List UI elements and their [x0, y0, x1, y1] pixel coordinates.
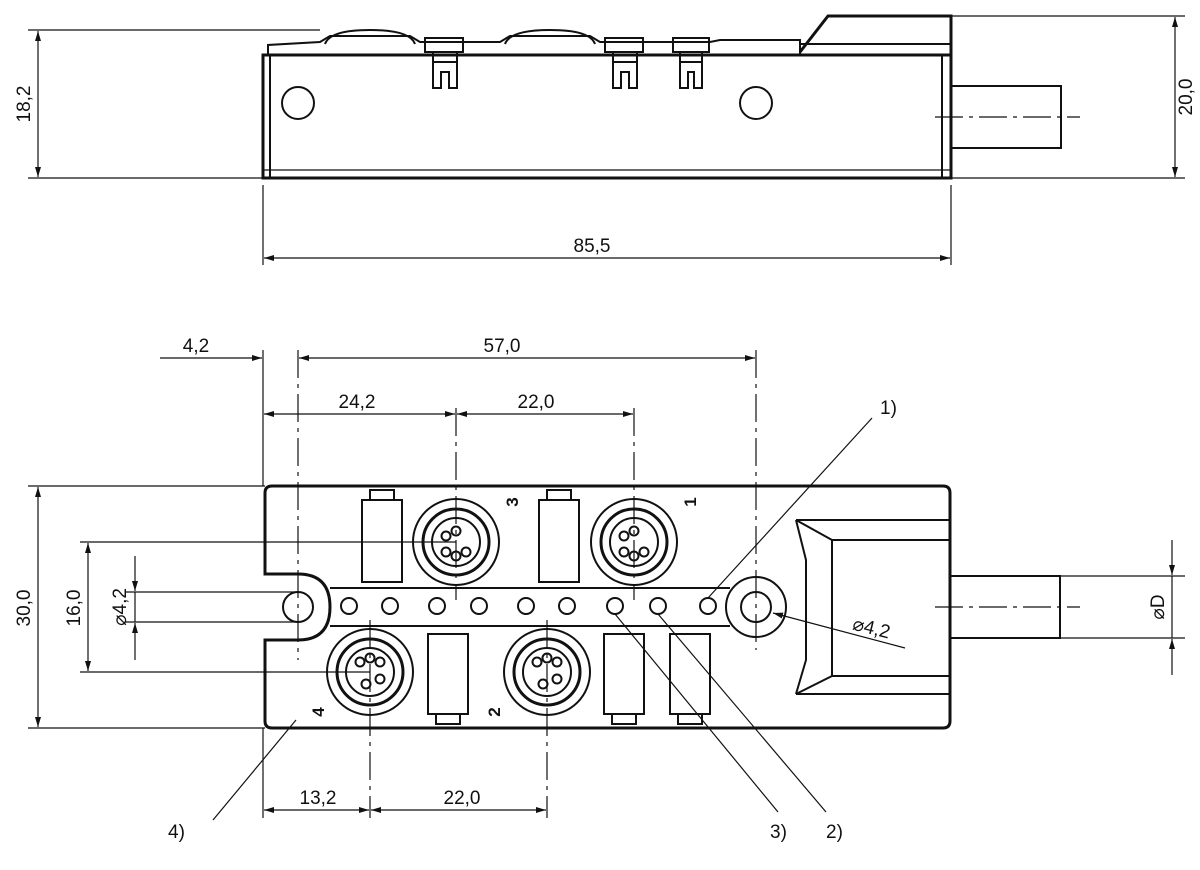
callout-4: 4) — [168, 822, 185, 843]
side-led-clip — [672, 37, 710, 89]
dim-port-pitch-bottom: 22,0 — [444, 788, 481, 809]
dim-offset: 4,2 — [183, 336, 209, 357]
dim-height-right: 20,0 — [1176, 79, 1197, 116]
top-cable-gland — [795, 519, 950, 695]
led-hole-row — [340, 597, 717, 615]
dim-small-hole: ⌀4,2 — [110, 588, 131, 626]
side-view: 18,2 20,0 85,5 — [14, 14, 1197, 265]
callout-3: 3) — [770, 822, 787, 843]
top-view: 3 1 4 2 4,2 57,0 24,2 22,0 — [14, 336, 1185, 843]
top-housing — [263, 484, 952, 730]
callout-1: 1) — [880, 398, 897, 419]
led-window — [538, 489, 580, 583]
dim-length: 85,5 — [574, 236, 611, 257]
dim-port-pitch-top: 22,0 — [518, 392, 555, 413]
side-mount-hole — [739, 86, 773, 120]
side-led-clip — [604, 37, 644, 89]
port-label-1: 1 — [681, 497, 700, 506]
port-label-3: 3 — [503, 497, 522, 506]
port-label-4: 4 — [309, 707, 328, 717]
side-housing — [261, 53, 953, 180]
side-connector-cap — [504, 28, 596, 45]
callout-2: 2) — [826, 822, 843, 843]
dim-cable: ⌀D — [1148, 594, 1169, 619]
port-label-2: 2 — [485, 707, 504, 716]
side-mount-hole — [281, 86, 315, 120]
side-cable-gland — [798, 14, 953, 55]
dim-hole-spacing: 57,0 — [484, 336, 521, 357]
led-window — [603, 633, 645, 725]
led-window — [361, 489, 403, 583]
dim-port-row-spacing: 16,0 — [64, 590, 85, 627]
dim-height-left: 18,2 — [14, 86, 35, 123]
dim-port4-pos: 13,2 — [300, 788, 337, 809]
dim-mount-hole: ⌀4,2 — [850, 614, 892, 644]
side-connector-cap — [324, 28, 416, 45]
led-window — [427, 633, 469, 725]
side-led-clip — [424, 37, 464, 89]
dim-width: 30,0 — [14, 590, 35, 627]
led-window — [669, 633, 711, 725]
dim-port3-pos: 24,2 — [339, 392, 376, 413]
